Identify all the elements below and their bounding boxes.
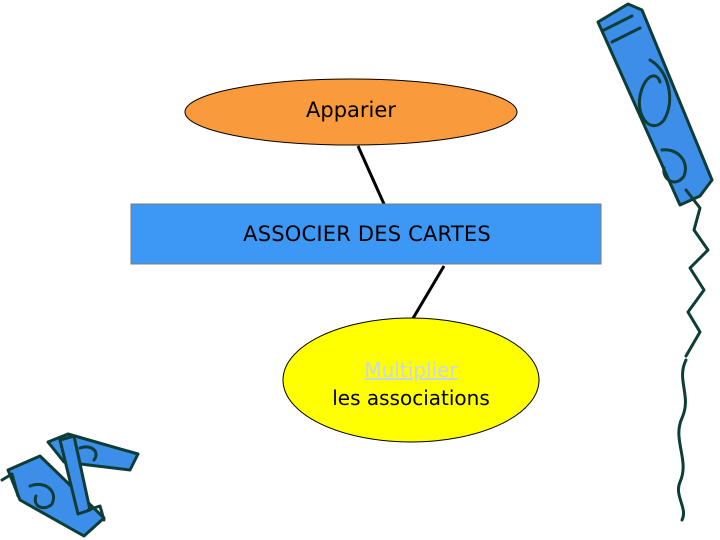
connector-top-center bbox=[356, 145, 386, 205]
crayon-clipart-right bbox=[596, 2, 714, 522]
top-node-ellipse bbox=[184, 78, 518, 146]
connector-center-bottom bbox=[410, 265, 446, 321]
crayon-clipart-left bbox=[0, 432, 140, 538]
bottom-node-ellipse bbox=[282, 317, 540, 443]
bottom-node-label: Multiplier les associations bbox=[283, 356, 539, 412]
center-node-box bbox=[130, 203, 602, 265]
bottom-node-link[interactable]: Multiplier bbox=[364, 358, 458, 382]
bottom-node-line2: les associations bbox=[332, 386, 490, 410]
top-node-label: Apparier bbox=[306, 98, 396, 122]
center-node-label: ASSOCIER DES CARTES bbox=[243, 222, 491, 246]
